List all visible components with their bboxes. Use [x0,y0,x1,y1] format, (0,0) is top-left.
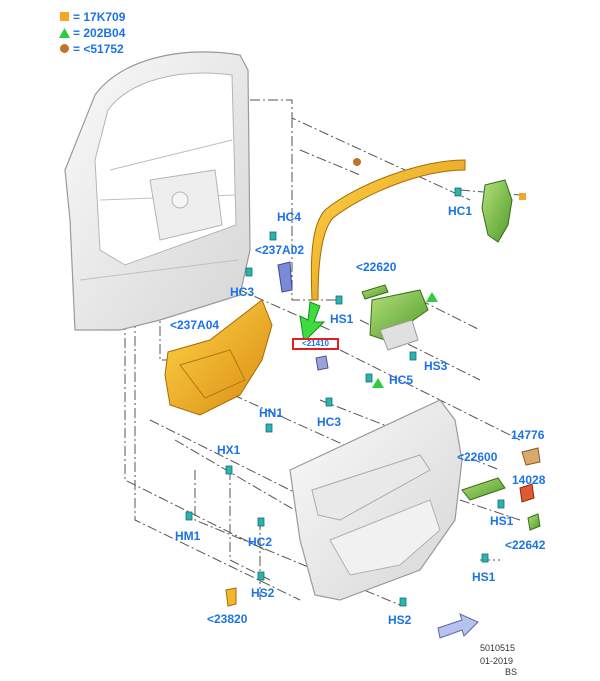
diagram-code: 5010515 [480,643,516,653]
label-hn1: HN1 [259,406,284,420]
label-hc3-top: HC3 [230,285,255,299]
label-22642: <22642 [505,538,546,552]
label-hs1-bottom: HS1 [472,570,496,584]
diagram-date: 01-2019 [480,656,514,666]
direction-arrow [437,613,479,639]
label-hx1: HX1 [217,443,241,457]
window-trim-yellow [310,159,466,301]
label-hs3: HS3 [424,359,448,373]
legend-item: = <51752 [73,42,124,56]
label-14028: 14028 [512,473,546,487]
label-hc3-mid: HC3 [317,415,342,429]
legend-triangle-icon [59,28,70,38]
label-hm1: HM1 [175,529,201,543]
diagram-suffix: BS [505,667,518,677]
label-23820: <23820 [207,612,248,626]
label-hc2: HC2 [248,535,273,549]
label-14776: 14776 [511,428,545,442]
small-parts [225,158,541,607]
label-22600: <22600 [457,450,498,464]
highlighted-part-label[interactable]: <21410 [292,338,339,350]
label-hs1-mid: HS1 [330,312,354,326]
door-frame [64,51,251,331]
label-hc4: HC4 [277,210,302,224]
switch-bracket [379,319,419,351]
legend-square-icon [60,12,69,21]
highlight-arrow [299,301,326,344]
label-237a02: <237A02 [255,243,305,257]
legend-item: = 202B04 [73,26,126,40]
green-parts [361,179,541,531]
legend-item: = 17K709 [73,10,126,24]
label-hc1: HC1 [448,204,473,218]
label-hs2-right: HS2 [388,613,412,627]
label-hc5: HC5 [389,373,414,387]
teal-clips [185,187,505,607]
label-hs1-right: HS1 [490,514,514,528]
door-trim-panel [289,399,463,601]
label-22620: <22620 [356,260,397,274]
label-237a04: <237A04 [170,318,220,332]
label-hs2-left: HS2 [251,586,275,600]
legend-circle-icon [60,44,69,53]
insulator-pad-yellow [164,299,273,416]
